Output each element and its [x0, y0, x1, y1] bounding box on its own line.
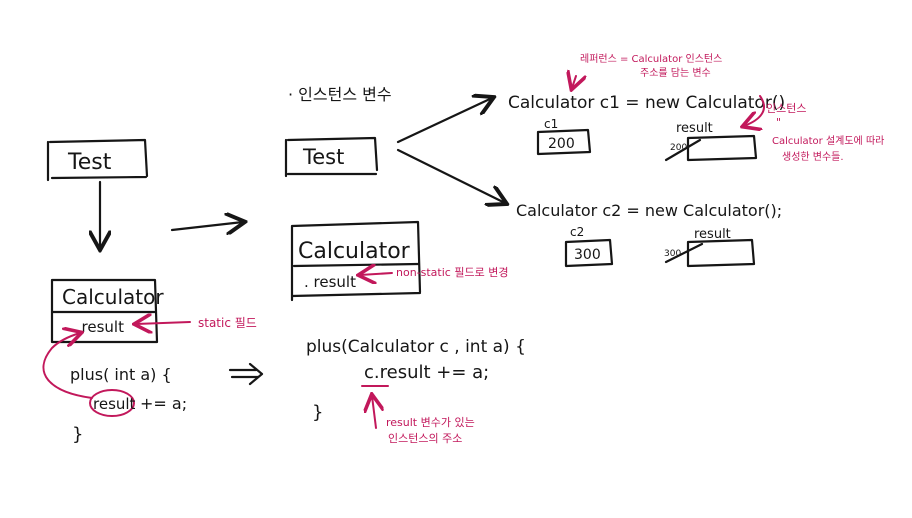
left-method-body: += a; — [140, 394, 187, 413]
c2-label: c2 — [570, 225, 584, 239]
instance-note-line3: Calculator 설계도에 따라 — [772, 135, 884, 147]
static-note: static 필드 — [198, 316, 257, 330]
instance-note-line2: " — [776, 116, 781, 129]
static-note-arrow — [136, 322, 191, 324]
c2-declaration: Calculator c2 = new Calculator(); — [516, 201, 782, 220]
c-note-line2: 인스턴스의 주소 — [388, 432, 462, 445]
c1-reference-box: c1 200 — [536, 117, 592, 156]
left-calculator-title: Calculator — [62, 285, 164, 309]
middle-method-body: c.result += a; — [364, 362, 489, 383]
left-method-signature: plus( int a) { — [70, 365, 172, 384]
reference-note-line1: 레퍼런스 = Calculator 인스턴스 — [580, 53, 722, 65]
reference-note-line2: 주소를 담는 변수 — [640, 67, 711, 79]
c-note-arrow — [372, 396, 376, 429]
middle-calculator-field: . result — [304, 273, 356, 291]
implies-arrow-head — [248, 362, 264, 386]
instance-note-arrow — [744, 95, 765, 126]
c2-result-marker: 300 — [664, 249, 681, 259]
middle-test-label: Test — [302, 145, 344, 169]
result-link-curve — [42, 333, 93, 399]
c2-value: 300 — [574, 247, 601, 263]
c1-result-marker: 200 — [670, 143, 687, 153]
instance-note-line4: 생성한 변수들. — [782, 151, 844, 163]
reference-note-arrow — [572, 76, 576, 88]
c1-instance-box: result 200 — [664, 121, 758, 162]
nonstatic-note: non-static 필드로 변경 — [396, 266, 508, 279]
middle-method: plus(Calculator c , int a) { c.result +=… — [306, 337, 526, 423]
left-method: plus( int a) { result += a; } — [70, 365, 187, 445]
left-calculator-box: Calculator . result — [50, 278, 164, 344]
c1-value: 200 — [548, 136, 575, 152]
c2-reference-box: c2 300 — [564, 225, 614, 268]
middle-calculator-box: Calculator . result — [290, 220, 422, 302]
arrow-to-c2 — [396, 148, 505, 203]
left-test-box: Test — [46, 138, 149, 182]
c1-label: c1 — [544, 117, 558, 131]
instance-variable-heading: · 인스턴스 변수 — [288, 85, 392, 104]
middle-method-signature: plus(Calculator c , int a) { — [306, 337, 526, 357]
middle-method-close: } — [312, 402, 323, 423]
left-method-result: result — [93, 395, 136, 413]
left-test-label: Test — [67, 150, 112, 175]
right-arrow-upper — [170, 222, 243, 230]
c1-declaration: Calculator c1 = new Calculator() — [508, 93, 785, 113]
result-circle — [89, 389, 135, 417]
instance-note-line1: 인스턴스 — [766, 102, 806, 115]
implies-lines — [228, 368, 260, 379]
middle-test-box: Test — [284, 136, 379, 178]
middle-calculator-title: Calculator — [298, 239, 411, 264]
nonstatic-note-arrow — [360, 273, 393, 275]
arrow-to-c1 — [396, 98, 492, 144]
c2-instance-box: result 300 — [664, 227, 756, 268]
left-method-close: } — [72, 424, 83, 445]
c1-result-label: result — [676, 121, 713, 136]
c2-result-label: result — [694, 227, 731, 242]
c-note-line1: result 변수가 있는 — [386, 416, 475, 429]
